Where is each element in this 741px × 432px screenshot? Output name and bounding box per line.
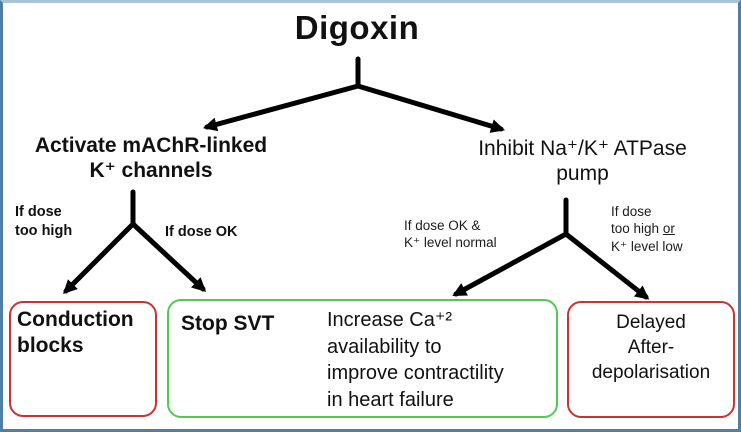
- outcome-stop-svt-label: Stop SVT: [181, 312, 275, 335]
- outcome-dad-line2: After-: [627, 337, 675, 359]
- node-inhibit-line1: Inhibit Na⁺/K⁺ ATPase: [478, 137, 687, 160]
- increase-ca-line2: availability to: [327, 335, 442, 358]
- increase-ca-line3: improve contractility: [327, 362, 504, 385]
- outcome-conduction-line1: Conduction: [17, 308, 134, 331]
- arrow-digoxin-to-activate: [202, 83, 361, 132]
- outcome-stop-svt-increase-ca: Stop SVT Increase Ca⁺² availability to i…: [167, 299, 558, 418]
- condition-dose-too-high: If dose too high: [15, 203, 72, 240]
- node-inhibit-line2: pump: [556, 161, 609, 185]
- condition-dose-high-k-low-line2: too high or: [611, 220, 683, 237]
- condition-dose-ok: If dose OK: [165, 224, 238, 240]
- condition-dose-high-k-low-line3: K⁺ level low: [611, 238, 683, 254]
- increase-ca-line4: in heart failure: [327, 388, 454, 411]
- condition-dose-too-high-line1: If dose: [15, 204, 62, 220]
- arrow-digoxin-to-inhibit: [355, 83, 506, 133]
- arrow-activate-to-svt: [130, 221, 207, 292]
- arrow-inhibit-to-dad: [563, 231, 650, 300]
- condition-dose-ok-k-normal: If dose OK & K⁺ level normal: [404, 217, 497, 252]
- increase-ca-line1: Increase Ca⁺²: [327, 309, 453, 331]
- node-activate-line1: Activate mAChR-linked: [34, 134, 268, 157]
- outcome-dad-line3: depolarisation: [591, 362, 711, 384]
- condition-dose-too-high-line2: too high: [15, 222, 73, 239]
- outcome-delayed-afterdepolarisation: Delayed After- depolarisation: [567, 301, 735, 418]
- outcome-conduction-blocks: Conduction blocks: [9, 301, 157, 417]
- outcome-increase-ca-description: Increase Ca⁺² availability to improve co…: [327, 307, 504, 413]
- arrow-connectors: [63, 56, 650, 300]
- node-inhibit-atpase-pump: Inhibit Na⁺/K⁺ ATPase pump: [440, 137, 725, 187]
- node-activate-machr-channels: Activate mAChR-linked K⁺ channels: [5, 134, 297, 184]
- outcome-conduction-line2: blocks: [17, 333, 84, 357]
- arrow-activate-to-conduction: [63, 221, 136, 294]
- condition-dose-high-k-low-line1: If dose: [611, 204, 652, 219]
- arrow-inhibit-to-increase: [452, 231, 569, 297]
- condition-dose-high-k-low-or-underlined: or: [662, 221, 675, 237]
- condition-dose-ok-k-normal-line2: K⁺ level normal: [404, 235, 497, 251]
- page-title: Digoxin: [294, 9, 420, 46]
- node-activate-line2: K⁺ channels: [89, 158, 213, 182]
- outcome-dad-line1: Delayed: [616, 312, 686, 333]
- condition-dose-ok-k-normal-line1: If dose OK &: [404, 218, 481, 233]
- condition-dose-high-k-low: If dose too high or K⁺ level low: [611, 203, 683, 255]
- condition-dose-high-k-low-line2-plain: too high: [611, 221, 660, 237]
